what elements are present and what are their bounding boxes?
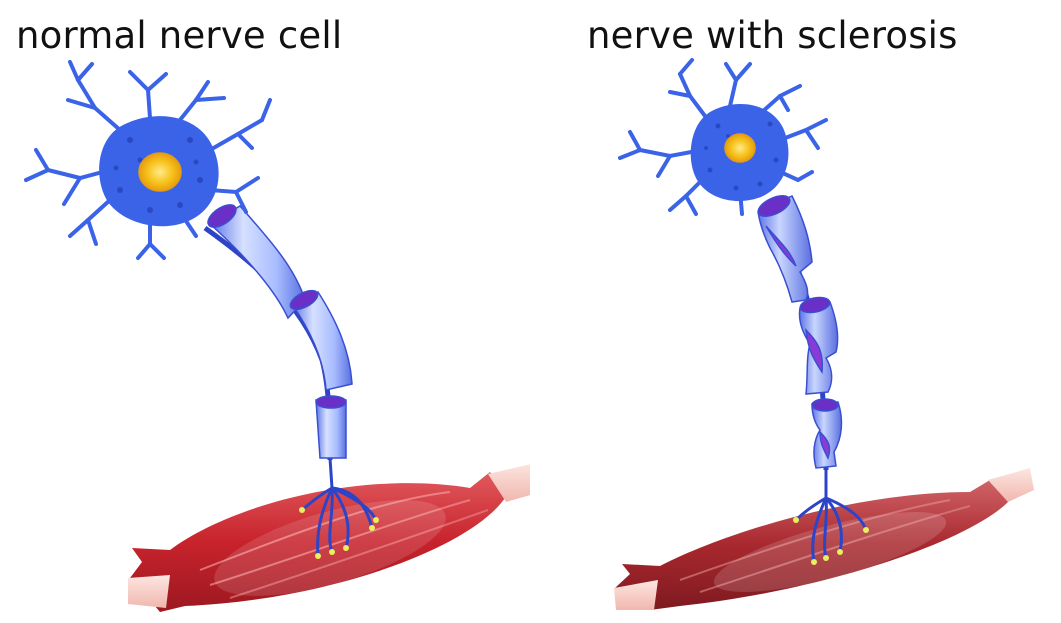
myelin-sheath	[207, 204, 353, 459]
sclerosis-nerve-title: nerve with sclerosis	[587, 14, 958, 57]
sclerosis-nerve-illustration	[614, 58, 1034, 610]
nerve-endings	[299, 507, 379, 559]
normal-nerve-title: normal nerve cell	[16, 14, 343, 57]
dendrites	[24, 60, 272, 260]
nerve-endings	[793, 517, 869, 565]
nucleus	[724, 133, 756, 163]
atrophied-muscle	[614, 468, 1034, 610]
dendrites	[618, 58, 828, 216]
cell-spots	[704, 121, 779, 191]
normal-nerve-illustration	[24, 60, 530, 612]
sclerosis-nerve-panel: nerve with sclerosis	[530, 0, 1061, 623]
damaged-myelin-sheath	[757, 195, 843, 469]
normal-nerve-panel: normal nerve cell	[0, 0, 530, 623]
cell-spots	[113, 137, 203, 213]
nucleus	[138, 152, 182, 192]
